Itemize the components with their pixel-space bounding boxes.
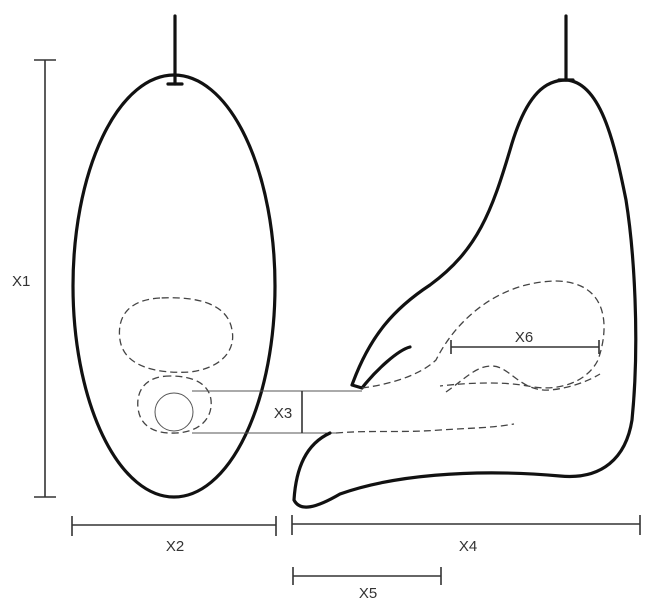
side-view-dashed-region: [361, 280, 605, 389]
dimension-x1: X1: [12, 59, 56, 498]
x6-label: X6: [515, 329, 533, 346]
dimension-x3: X3: [274, 391, 303, 433]
x5-label: X5: [359, 585, 377, 602]
dimension-x5: X5: [292, 567, 442, 602]
dimension-x4: X4: [291, 515, 641, 555]
front-view-lower-dashed-region: [137, 375, 212, 434]
x4-label: X4: [459, 538, 477, 555]
side-view-outline: [292, 78, 638, 509]
front-view-inner-circle: [154, 392, 194, 432]
x3-label: X3: [274, 405, 292, 422]
side-view-inner-dashed-curve: [445, 365, 601, 393]
front-view-outline: [71, 73, 277, 499]
dimension-x6: X6: [450, 329, 600, 354]
front-view: [71, 14, 277, 499]
x2-label: X2: [166, 538, 184, 555]
x1-label: X1: [12, 273, 30, 290]
front-view-upper-dashed-region: [118, 297, 234, 373]
dimension-x2: X2: [71, 516, 277, 555]
side-view-lower-dashed-edge: [335, 423, 515, 434]
side-view: [292, 14, 638, 509]
